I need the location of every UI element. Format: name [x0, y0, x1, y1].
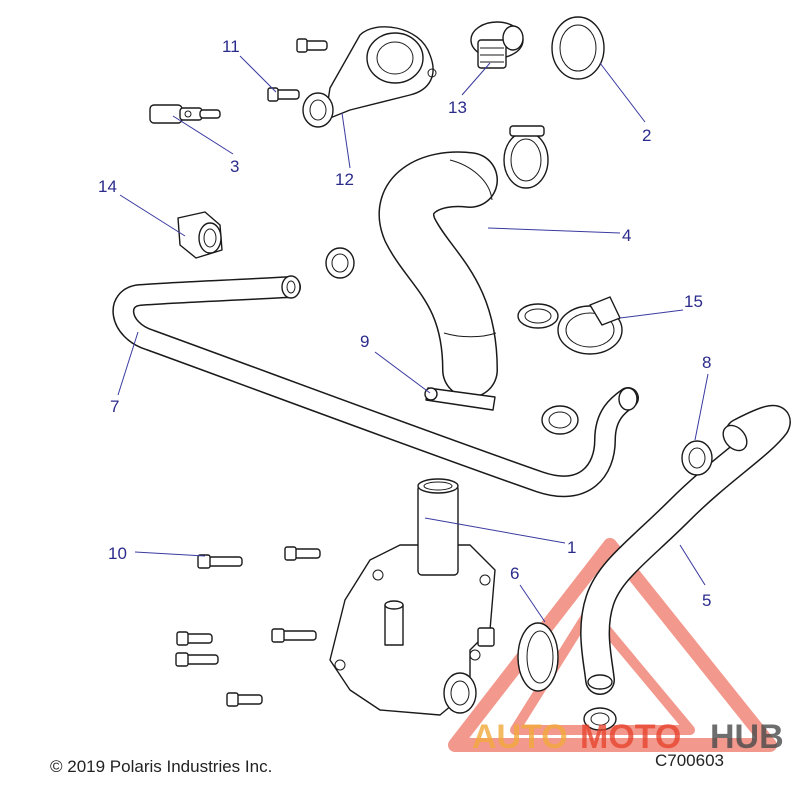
figure-code: C700603 [655, 751, 725, 770]
callout-9: 9 [360, 332, 369, 351]
part-9-hose-clamp [424, 387, 496, 411]
part-10-bolts [175, 546, 321, 707]
callout-4: 4 [622, 226, 631, 245]
part-6-o-ring [517, 622, 559, 692]
part-5-hose [580, 404, 791, 695]
part-13-thermostat [470, 21, 524, 69]
callout-10: 10 [108, 544, 127, 563]
callout-13: 13 [448, 98, 467, 117]
part-14-adapter [177, 211, 223, 259]
watermark-brand-1: AUTO [472, 718, 568, 756]
callout-15: 15 [684, 292, 703, 311]
callout-1: 1 [567, 538, 576, 557]
part-2-gasket [551, 16, 605, 80]
part-1-water-pump [329, 478, 496, 716]
hose-clamp-small-left [325, 247, 355, 279]
watermark-brand-2: MOTO [580, 718, 681, 756]
callout-11: 11 [222, 37, 240, 56]
hose-clamp-mid [541, 405, 579, 435]
part-7-hose [112, 275, 639, 498]
hose-clamp-bottom [583, 707, 617, 731]
callout-labels: 1 2 3 4 5 6 7 8 9 10 11 12 13 14 15 [98, 37, 711, 610]
part-15-hose-clamp [517, 296, 623, 355]
callout-14: 14 [98, 177, 117, 196]
leader-lines [117, 55, 709, 623]
callout-12: 12 [335, 170, 354, 189]
watermark-brand-3: HUB [710, 718, 784, 756]
part-4-hose [378, 151, 498, 398]
part-8-hose-clamp [681, 440, 713, 476]
callout-5: 5 [702, 591, 711, 610]
part-11-bolt [267, 38, 328, 102]
part-3-sensor [149, 104, 221, 124]
callout-2: 2 [642, 126, 651, 145]
callout-8: 8 [702, 353, 711, 372]
callout-7: 7 [110, 397, 119, 416]
part-12-thermostat-housing [302, 26, 437, 128]
watermark-text: AUTO MOTO HUB [472, 718, 784, 756]
callout-6: 6 [510, 564, 519, 583]
copyright-notice: © 2019 Polaris Industries Inc. [50, 757, 273, 776]
callout-3: 3 [230, 157, 239, 176]
hose-clamp-top [503, 125, 549, 189]
